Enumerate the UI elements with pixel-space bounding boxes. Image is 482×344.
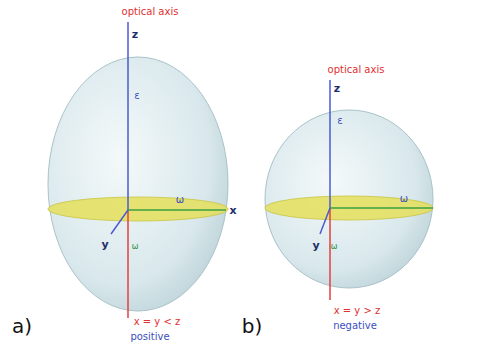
x-axis <box>330 207 433 209</box>
axis-name: x <box>229 205 236 216</box>
y-axis <box>320 208 330 234</box>
panel-letter: a) <box>12 316 32 336</box>
sign-text: negative <box>333 321 377 331</box>
panel-letter: b) <box>242 316 263 336</box>
negative-ellipsoid <box>265 110 433 288</box>
permittivity-symbol: ε <box>337 116 342 126</box>
frequency-symbol: ω <box>132 243 139 251</box>
condition-text: x = y < z <box>134 317 181 327</box>
axis-name: y <box>101 239 108 250</box>
z-axis <box>127 22 129 210</box>
equatorial-plane <box>48 197 228 221</box>
positive-ellipsoid <box>48 57 228 311</box>
z-axis <box>329 80 331 208</box>
permittivity-symbol: ε <box>134 91 139 101</box>
condition-text: x = y > z <box>334 306 381 316</box>
frequency-symbol: ω <box>400 194 408 204</box>
y-axis <box>111 210 128 234</box>
frequency-symbol: ω <box>176 195 184 205</box>
axis-caption: optical axis <box>328 65 385 75</box>
axis-caption: optical axis <box>122 7 179 17</box>
axis-name: z <box>132 29 138 40</box>
frequency-symbol: ω <box>331 243 338 251</box>
sign-text: positive <box>130 332 169 342</box>
axis-name: z <box>334 83 340 94</box>
optical-axis-line <box>127 210 129 318</box>
optical-axis-line <box>329 208 331 300</box>
axis-name: y <box>312 240 319 251</box>
x-axis <box>128 209 226 211</box>
